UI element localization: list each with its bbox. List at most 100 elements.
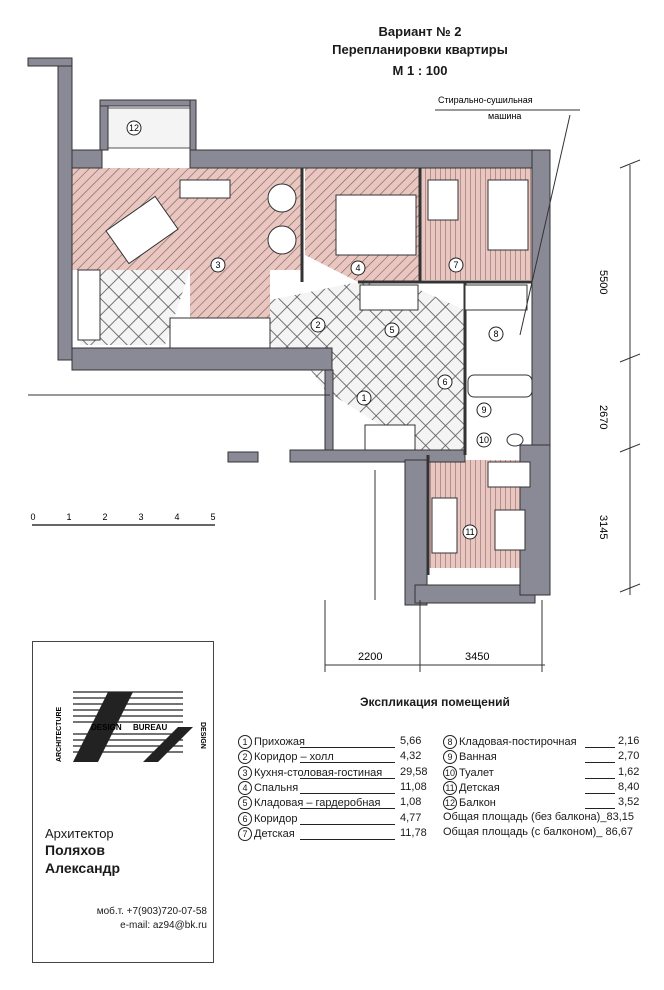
svg-text:DESIGN: DESIGN (91, 723, 122, 732)
armchair-1 (267, 183, 297, 213)
room-living-lower (190, 270, 270, 318)
room-name: Кухня-столовая-гостиная (254, 766, 383, 779)
svg-text:12: 12 (129, 123, 139, 133)
room-area: 11,08 (400, 780, 427, 793)
total-area-without-balcony: Общая площадь (без балкона)_83,15 (443, 811, 634, 823)
room-marker: 11 (462, 524, 478, 540)
explication-title: Экспликация помещений (360, 695, 510, 709)
room-name: Спальня (254, 781, 299, 794)
room-area: 5,66 (400, 735, 422, 747)
bathtub (467, 374, 533, 398)
leader-underline (585, 792, 615, 794)
room-marker: 3 (210, 257, 226, 273)
tv-unit (179, 179, 231, 199)
scale-tick-label: 5 (210, 512, 215, 522)
svg-text:1: 1 (361, 393, 366, 403)
room-marker: 7 (448, 257, 464, 273)
room-number-badge: 8 (443, 735, 457, 749)
leader-underline (300, 777, 395, 779)
scale-tick-label: 3 (138, 512, 143, 522)
leader-underline (585, 777, 615, 779)
room-number-badge: 11 (443, 780, 457, 795)
dim-right-top: 5500 (597, 270, 609, 294)
dim-tick (619, 353, 641, 363)
room-marker: 1 (356, 390, 372, 406)
room-area: 4,32 (400, 750, 422, 763)
room-marker: 4 (350, 260, 366, 276)
leader-underline (300, 762, 395, 764)
room-marker: 10 (476, 432, 492, 448)
room-marker: 6 (437, 374, 453, 390)
svg-text:8: 8 (493, 329, 498, 339)
leader-underline (300, 823, 395, 825)
leader-underline (300, 747, 395, 748)
wall-top-2 (189, 149, 541, 169)
room-marker: 2 (310, 317, 326, 333)
furniture (77, 179, 533, 554)
wall-lower-left (404, 459, 428, 606)
drawing-title: Перепланировки квартиры (332, 42, 508, 57)
email-address: e-mail: az94@bk.ru (120, 920, 207, 931)
floor-plan: 5500 2670 3145 2200 3450 Стирально-сушил… (27, 57, 641, 672)
child-bed-7 (487, 179, 529, 251)
svg-text:4: 4 (355, 263, 360, 273)
balcony (99, 107, 191, 149)
room-number-badge: 1 (238, 735, 252, 749)
balcony-wall-right (189, 99, 197, 151)
svg-text:7: 7 (453, 260, 458, 270)
wall-bottom-left (71, 347, 333, 371)
svg-text:DESIGN: DESIGN (199, 722, 206, 749)
architect-firstname: Александр (45, 860, 121, 876)
room-area: 4,77 (400, 811, 422, 824)
room-name: Детская (254, 827, 295, 840)
room-area: 1,08 (400, 796, 422, 809)
wardrobe-children (464, 284, 528, 311)
room-area: 11,78 (400, 826, 427, 839)
leader-underline (585, 747, 615, 748)
kitchen-tile-floor (80, 270, 190, 345)
svg-text:ARCHITECTURE: ARCHITECTURE (56, 706, 63, 762)
room-name: Балкон (459, 797, 496, 810)
room-name: Коридор – холл (254, 751, 334, 764)
armchair-2 (267, 225, 297, 255)
room-name: Кладовая-постирочная (459, 735, 577, 748)
room-marker: 9 (476, 402, 492, 418)
svg-text:6: 6 (442, 377, 447, 387)
hall-wardrobe (364, 424, 416, 451)
drawing-scale: М 1 : 100 (392, 63, 448, 78)
wall-lower-bottom (414, 584, 536, 604)
scale-tick-label: 1 (66, 512, 71, 522)
balcony-wall-top (99, 99, 196, 107)
dim-bottom-left: 2200 (358, 651, 382, 663)
kitchen-counter (77, 269, 101, 341)
architect-surname: Поляхов (45, 842, 105, 858)
svg-text:3: 3 (215, 260, 220, 270)
leader-underline (300, 808, 395, 810)
room-area: 2,70 (618, 750, 640, 763)
walls (27, 57, 551, 606)
wardrobe-11 (487, 461, 531, 488)
wall-entrance (324, 369, 334, 451)
dim-right-bottom: 3145 (597, 515, 609, 539)
wall-left (57, 57, 73, 361)
room-marker: 12 (126, 120, 142, 136)
wardrobe-bedroom (359, 284, 419, 311)
room-number-badge: 7 (238, 826, 252, 841)
room-name: Ванная (459, 751, 497, 764)
wall-detached (227, 451, 259, 463)
sofa (169, 317, 271, 349)
wall-top-stub (27, 57, 73, 67)
room-area: 8,40 (618, 780, 640, 793)
wall-right (531, 149, 551, 446)
room-number-badge: 9 (443, 750, 457, 765)
dim-bottom-right: 3450 (465, 651, 489, 663)
room-name: Коридор (254, 812, 298, 825)
svg-text:10: 10 (479, 435, 489, 445)
